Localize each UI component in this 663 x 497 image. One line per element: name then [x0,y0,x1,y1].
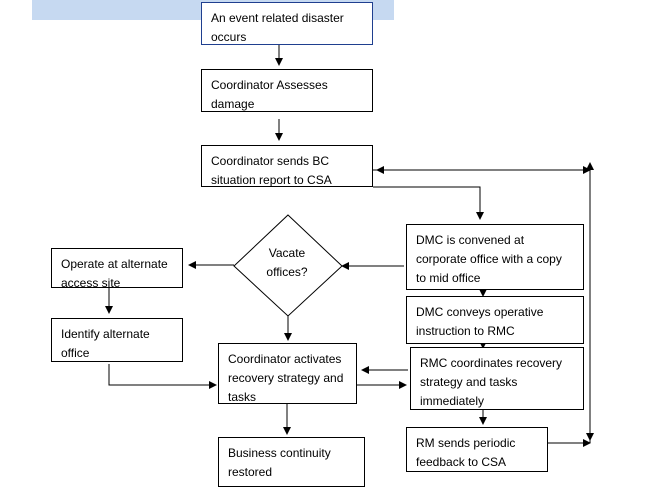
node-dmc-convened: DMC is convened at corporate office with… [406,224,584,290]
node-dmc-conveys: DMC conveys operative instruction to RMC [406,296,584,344]
arrow-identify-activates [108,364,217,389]
node-rmc-coordinates: RMC coordinates recovery strategy and ta… [410,347,584,410]
arrow-report-dmc [373,186,484,220]
node-assess: Coordinator Assesses damage [201,69,373,112]
node-rm-feedback-label: RM sends periodic feedback to CSA [416,436,516,469]
node-event: An event related disaster occurs [201,2,373,45]
node-activates-label: Coordinator activates recovery strategy … [228,352,344,404]
node-assess-label: Coordinator Assesses damage [211,78,328,111]
node-identify-office-label: Identify alternate office [61,327,150,360]
node-rmc-coordinates-label: RMC coordinates recovery strategy and ta… [420,356,563,408]
node-event-label: An event related disaster occurs [211,11,344,44]
decision-diamond [233,214,343,317]
node-dmc-convened-label: DMC is convened at corporate office with… [416,233,562,285]
node-restored-label: Business continuity restored [228,446,331,479]
node-report: Coordinator sends BC situation report to… [201,145,373,187]
node-activates: Coordinator activates recovery strategy … [218,343,357,404]
node-identify-office: Identify alternate office [51,318,183,362]
node-dmc-conveys-label: DMC conveys operative instruction to RMC [416,305,544,338]
node-rm-feedback: RM sends periodic feedback to CSA [406,427,548,472]
node-alt-site: Operate at alternate access site [51,248,183,288]
decision-label: Vacate offices? [266,246,308,279]
node-restored: Business continuity restored [218,437,365,487]
node-report-label: Coordinator sends BC situation report to… [211,154,332,187]
node-alt-site-label: Operate at alternate access site [61,257,168,288]
